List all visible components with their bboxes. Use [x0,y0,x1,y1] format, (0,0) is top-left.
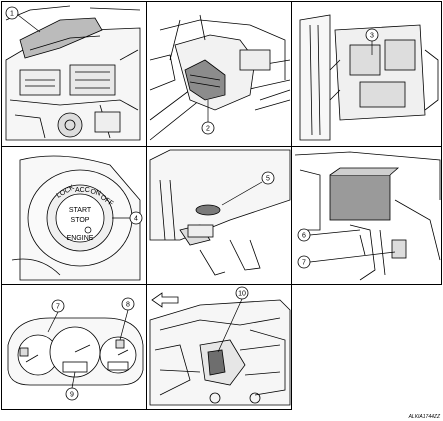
callout-3: 3 [365,28,379,55]
callout-1: 1 [5,6,41,33]
left-arrow-icon [151,292,179,308]
svg-text:ACC: ACC [75,187,90,194]
panel-6-relay-box [294,151,441,281]
callout-5: 5 [221,171,275,206]
svg-text:7: 7 [302,260,306,267]
svg-text:10: 10 [238,291,246,298]
panel-4-push-start-switch [11,155,141,281]
svg-text:2: 2 [206,126,210,133]
panel-3-module-mount [299,14,439,141]
panel-8-engine-compartment [149,299,291,406]
callout-10: 10 [217,286,249,353]
svg-text:6: 6 [302,233,306,240]
panel-frames [1,1,442,410]
svg-text:9: 9 [70,392,74,399]
callout-8: 8 [119,297,135,341]
callout-2: 2 [201,100,215,135]
panel-7-combination-meter [7,317,144,386]
callout-6: 6 [297,228,361,242]
callout-7-panel-6: 7 [297,251,396,269]
callout-7-panel-7: 7 [47,299,65,333]
figure-code: ALKIA1744ZZ [408,414,441,420]
svg-text:ENGINE: ENGINE [67,235,94,242]
callout-9: 9 [65,371,79,401]
svg-text:STOP: STOP [71,217,90,224]
panel-5-lower-dash [149,149,291,276]
callout-4: 4 [112,211,143,225]
svg-text:4: 4 [134,216,138,223]
svg-text:8: 8 [126,302,130,309]
svg-text:7: 7 [56,304,60,311]
panel-2-console-unit [149,14,291,141]
panel-1-engine-bay [5,5,141,141]
svg-text:3: 3 [370,33,374,40]
svg-text:5: 5 [266,176,270,183]
svg-text:1: 1 [10,11,14,18]
svg-text:START: START [69,207,92,214]
svg-text:ON: ON [89,188,101,197]
